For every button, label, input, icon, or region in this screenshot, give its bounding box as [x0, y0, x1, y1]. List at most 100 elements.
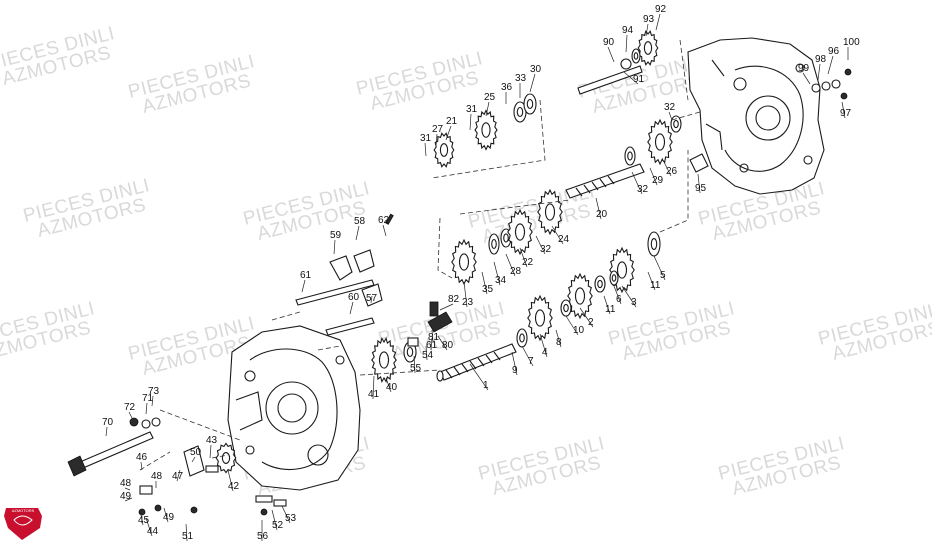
leader-line	[425, 345, 428, 361]
part-callout: 80	[442, 340, 454, 351]
part-callout: 10	[573, 325, 585, 336]
leader-line	[631, 171, 643, 195]
part-callout: 4	[542, 347, 548, 358]
part-callout: 34	[495, 275, 507, 286]
part-callout: 41	[368, 389, 380, 400]
leader-line	[385, 377, 392, 393]
logo-text: AZMOTORS	[12, 508, 35, 513]
gear	[215, 442, 237, 474]
leader-line	[668, 111, 673, 121]
part-callout: 1	[483, 380, 489, 391]
part-callout: 44	[147, 526, 159, 537]
leader-line	[607, 46, 615, 63]
gear	[527, 294, 553, 342]
leader-line	[382, 224, 387, 237]
part-callout: 73	[148, 386, 160, 397]
part-callout: 93	[643, 14, 655, 25]
leader-line	[333, 239, 336, 255]
part-callout: 32	[637, 184, 649, 195]
leader-line	[511, 351, 518, 376]
part-callout: 20	[596, 209, 608, 220]
leader-line	[124, 497, 133, 502]
leader-line	[579, 307, 594, 328]
leader-line	[463, 281, 468, 308]
part-callout: 94	[622, 25, 634, 36]
part-callout: 55	[410, 363, 422, 374]
part-callout: 42	[228, 481, 240, 492]
leader-line	[355, 225, 360, 241]
leader-line	[209, 444, 212, 459]
leader-line	[535, 235, 546, 255]
part-callout: 28	[510, 266, 522, 277]
part-callout: 57	[366, 293, 378, 304]
callout-layer: 1234567891011112021222324252627282930313…	[102, 4, 860, 542]
part-callout: 32	[540, 244, 552, 255]
washer	[488, 233, 500, 255]
part-callout: 26	[666, 166, 678, 177]
part-callout: 56	[257, 531, 269, 542]
leader-line	[271, 509, 278, 531]
leader-line	[372, 375, 375, 400]
part-callout: 24	[558, 234, 570, 245]
washer	[516, 328, 528, 348]
leader-line	[521, 345, 534, 367]
part-callout: 32	[664, 102, 676, 113]
leader-line	[445, 125, 452, 141]
leader-line	[301, 279, 306, 293]
leader-line	[140, 461, 143, 471]
leader-line	[529, 73, 536, 93]
leader-line	[555, 329, 562, 348]
leader-line	[430, 337, 433, 351]
leader-line	[613, 285, 622, 305]
leader-line	[413, 355, 416, 374]
part-callout: 49	[163, 512, 175, 523]
part-callout: 53	[285, 513, 297, 524]
washer	[594, 275, 606, 293]
leader-line	[551, 225, 564, 245]
gear	[371, 336, 397, 384]
leader-line	[841, 101, 846, 119]
part-callout: 5	[660, 270, 666, 281]
leader-line	[163, 507, 169, 523]
shift-rods	[295, 279, 375, 336]
leader-line	[697, 173, 701, 194]
part-callout: 48	[151, 471, 163, 482]
leader-line	[128, 411, 133, 419]
part-callout: 95	[695, 183, 707, 194]
leader-line	[653, 255, 666, 281]
leader-line	[139, 509, 144, 526]
leader-line	[493, 261, 501, 286]
part-callout: 31	[420, 133, 432, 144]
part-callout: 98	[815, 54, 827, 65]
part-callout: 59	[330, 230, 342, 241]
leader-line	[625, 34, 628, 53]
washer	[513, 101, 527, 123]
leader-line	[539, 333, 548, 358]
part-callout: 9	[512, 365, 518, 376]
small-parts	[129, 58, 852, 516]
part-callout: 92	[655, 4, 667, 15]
part-callout: 90	[603, 37, 615, 48]
leader-line	[145, 402, 148, 415]
leader-line	[655, 13, 661, 31]
leader-line	[469, 113, 472, 131]
part-callout: 70	[102, 417, 114, 428]
leader-line	[505, 253, 516, 277]
leader-line	[431, 329, 434, 343]
part-callout: 62	[378, 215, 390, 226]
leader-line	[623, 71, 639, 85]
azmotors-logo: AZMOTORS	[4, 508, 42, 540]
part-callout: 11	[650, 280, 661, 291]
leader-line	[435, 133, 438, 147]
leader-line	[281, 505, 291, 524]
leader-line	[185, 523, 188, 542]
leader-line	[105, 426, 108, 437]
part-callout: 31	[466, 104, 478, 115]
gear	[507, 208, 533, 256]
